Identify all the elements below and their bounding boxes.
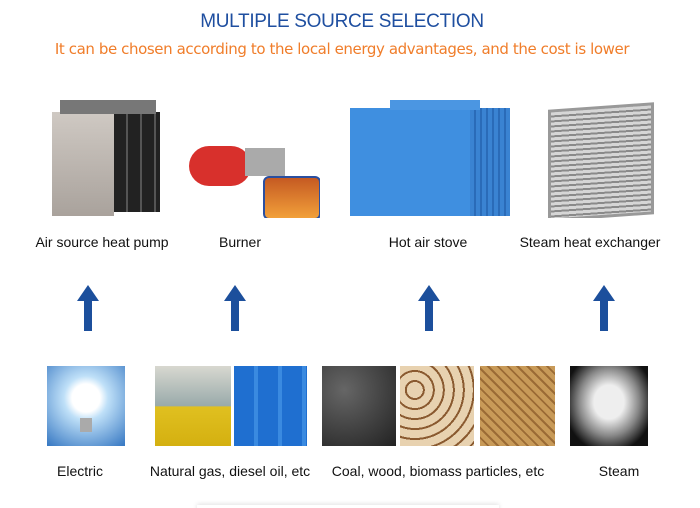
- gas-oil-image: [155, 366, 307, 446]
- page-title: MULTIPLE SOURCE SELECTION: [200, 11, 484, 32]
- page-subtitle: It can be chosen according to the local …: [54, 40, 630, 58]
- source-label-electric: Electric: [57, 463, 103, 479]
- steam-heat-exchanger-image: [540, 100, 655, 218]
- heat-pump-image: [52, 100, 160, 218]
- light-bulb-image: [47, 366, 125, 446]
- burner-image: [185, 138, 320, 218]
- equipment-label-steam-heat-exchanger: Steam heat exchanger: [519, 234, 661, 250]
- equipment-label-burner: Burner: [218, 234, 262, 250]
- arrow-up-icon: [224, 285, 246, 331]
- arrow-up-icon: [418, 285, 440, 331]
- equipment-label-hot-air-stove: Hot air stove: [388, 234, 468, 250]
- equipment-label-heat-pump: Air source heat pump: [35, 234, 169, 250]
- steam-image: [570, 366, 648, 446]
- arrow-up-icon: [593, 285, 615, 331]
- arrow-up-icon: [77, 285, 99, 331]
- coal-wood-pellets-image: [322, 366, 555, 446]
- hot-air-stove-image: [350, 100, 515, 220]
- bottom-card: [197, 505, 499, 508]
- source-label-steam: Steam: [598, 463, 640, 479]
- source-label-coal-wood-biomass: Coal, wood, biomass particles, etc: [331, 463, 545, 479]
- source-label-gas-oil: Natural gas, diesel oil, etc: [149, 463, 311, 479]
